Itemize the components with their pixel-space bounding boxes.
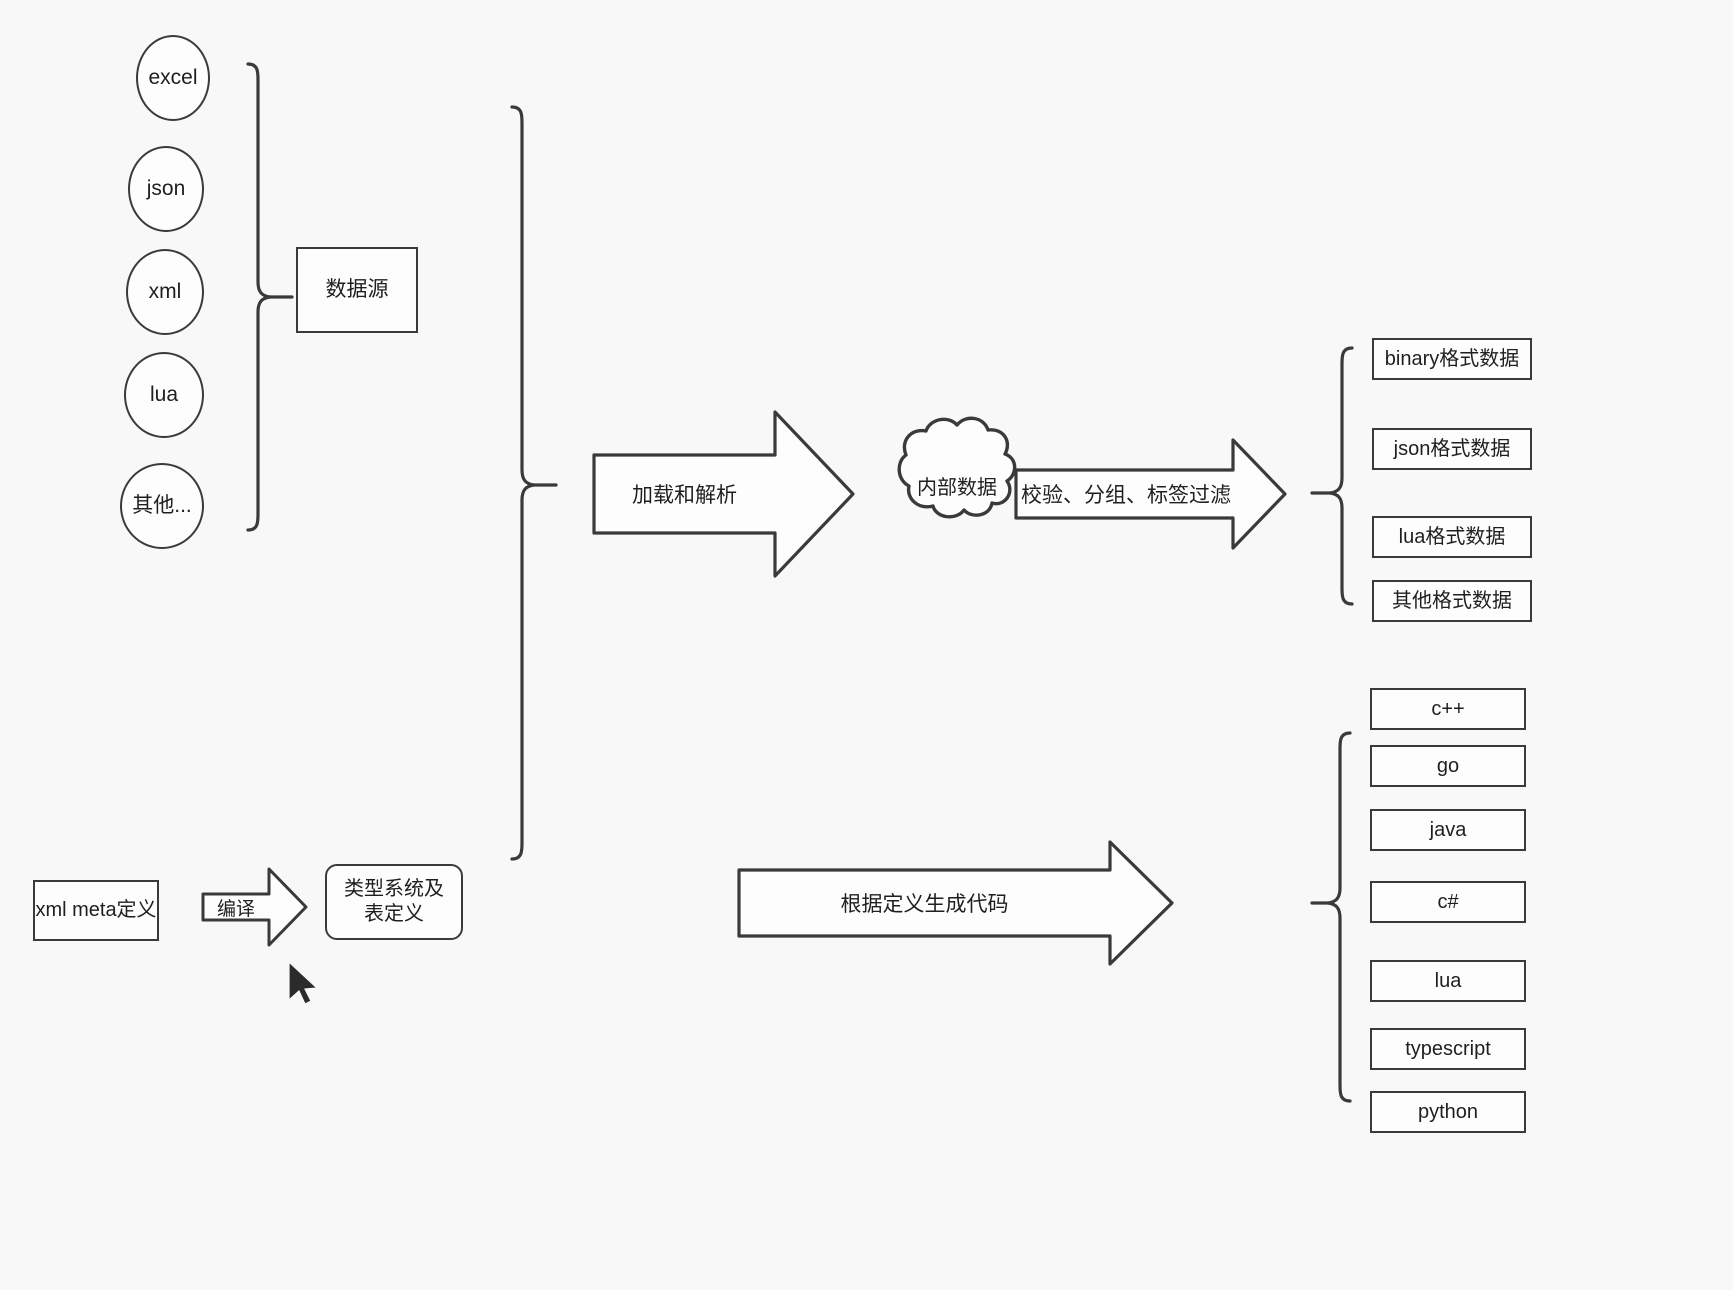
language-box-go[interactable]: go (1370, 745, 1526, 787)
brace-sources (246, 62, 272, 532)
validate-filter-arrow (1014, 438, 1287, 550)
source-node-excel[interactable]: excel (136, 35, 210, 121)
language-box-label: typescript (1405, 1037, 1491, 1060)
language-box-java[interactable]: java (1370, 809, 1526, 851)
brace-pipeline-input (510, 105, 536, 861)
output-box-json[interactable]: json格式数据 (1372, 428, 1532, 470)
language-box-lua[interactable]: lua (1370, 960, 1526, 1002)
language-box-csharp[interactable]: c# (1370, 881, 1526, 923)
load-parse-arrow (592, 410, 855, 578)
type-system-label: 类型系统及表定义 (344, 878, 444, 925)
internal-data-cloud (897, 416, 1017, 519)
compile-arrow-label: 编译 (216, 898, 255, 920)
source-node-label: json (146, 176, 186, 200)
language-box-label: java (1429, 818, 1467, 841)
language-box-python[interactable]: python (1370, 1091, 1526, 1133)
internal-data-cloud-label: 内部数据 (917, 476, 997, 499)
type-system-box[interactable]: 类型系统及表定义 (325, 864, 463, 940)
data-source-group-label: 数据源 (325, 277, 389, 301)
brace-outputs (1328, 346, 1354, 606)
xml-meta-definition-box[interactable]: xml meta定义 (33, 880, 159, 941)
language-box-typescript[interactable]: typescript (1370, 1028, 1526, 1070)
xml-meta-definition-label: xml meta定义 (35, 899, 157, 921)
source-node-label: excel (148, 65, 198, 89)
language-box-label: python (1417, 1100, 1479, 1123)
output-box-other[interactable]: 其他格式数据 (1372, 580, 1532, 622)
validate-filter-arrow-label: 校验、分组、标签过滤 (1021, 484, 1231, 507)
output-box-label: binary格式数据 (1384, 347, 1520, 370)
language-box-label: c# (1437, 890, 1459, 913)
language-box-cpp[interactable]: c++ (1370, 688, 1526, 730)
source-node-label: lua (149, 382, 179, 406)
source-node-other[interactable]: 其他... (120, 463, 204, 549)
output-box-label: 其他格式数据 (1392, 589, 1512, 612)
language-box-label: lua (1434, 969, 1462, 992)
codegen-arrow-label: 根据定义生成代码 (840, 893, 1009, 916)
output-box-label: lua格式数据 (1398, 525, 1506, 548)
brace-languages (1326, 731, 1352, 1103)
compile-arrow (201, 867, 308, 947)
data-source-group-box[interactable]: 数据源 (296, 247, 418, 333)
source-node-label: 其他... (132, 493, 192, 517)
source-node-json[interactable]: json (128, 146, 204, 232)
mouse-cursor-icon (288, 960, 319, 1005)
codegen-arrow (737, 840, 1174, 966)
load-parse-arrow-label: 加载和解析 (632, 484, 737, 507)
source-node-label: xml (148, 279, 182, 303)
output-box-lua[interactable]: lua格式数据 (1372, 516, 1532, 558)
output-box-binary[interactable]: binary格式数据 (1372, 338, 1532, 380)
source-node-lua[interactable]: lua (124, 352, 204, 438)
language-box-label: c++ (1431, 697, 1465, 720)
output-box-label: json格式数据 (1393, 437, 1511, 460)
language-box-label: go (1436, 754, 1460, 777)
source-node-xml[interactable]: xml (126, 249, 204, 335)
